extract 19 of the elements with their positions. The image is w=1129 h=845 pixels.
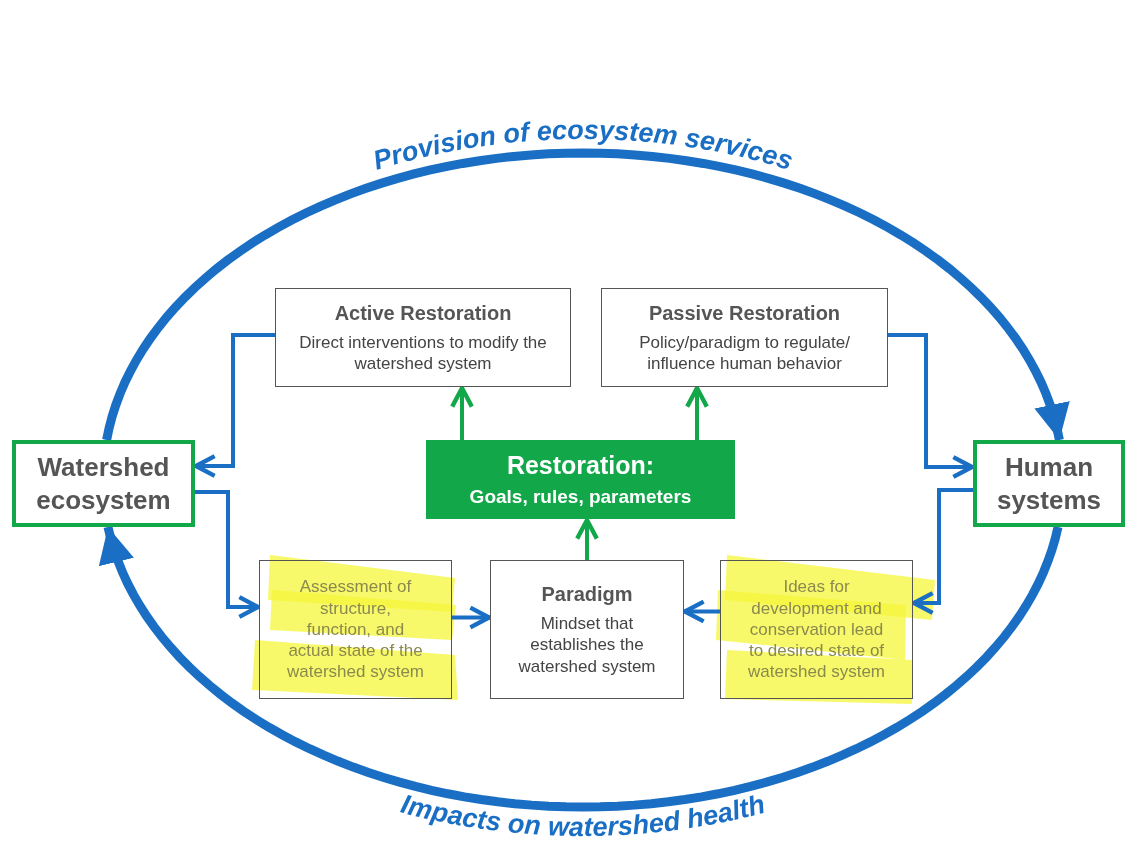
box-description: Mindset that establishes the watershed system [517, 613, 657, 677]
system-box [973, 440, 1125, 527]
box-title: Human systems [995, 451, 1103, 516]
box-title: Watershed ecosystem [35, 451, 172, 516]
box-description: Direct interventions to modify the watershed system [298, 331, 548, 375]
system-box [12, 440, 195, 527]
edge-label: Impacts on watershed health [398, 788, 768, 842]
goal-box [426, 440, 735, 519]
process-box [490, 560, 684, 699]
box-description: Policy/paradigm to regulate/ influence human behavior [638, 331, 851, 375]
box-subheading: Goals, rules, parameters [469, 485, 692, 509]
process-box [601, 288, 888, 387]
box-heading: Restoration: [506, 450, 655, 481]
process-box [275, 288, 571, 387]
highlighted-box [720, 560, 913, 699]
edge-label: Provision of ecosystem services [369, 115, 797, 176]
box-heading: Active Restoration [334, 300, 512, 326]
box-heading: Paradigm [541, 582, 633, 608]
box-heading: Passive Restoration [648, 300, 841, 326]
